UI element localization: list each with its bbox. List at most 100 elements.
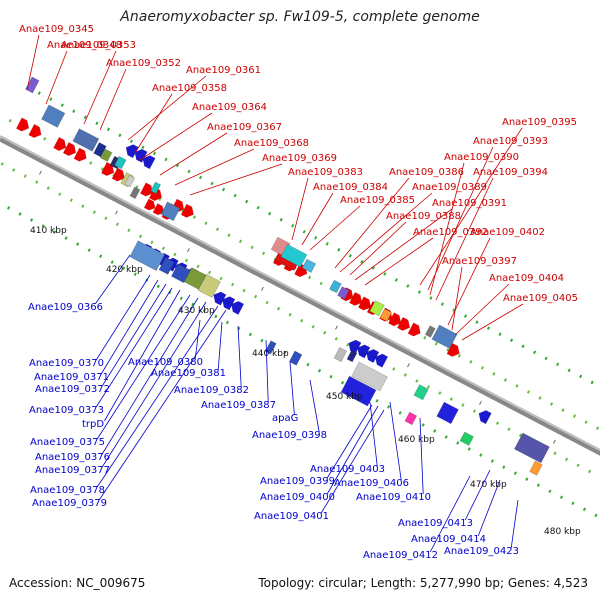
lower-gene-leader [100, 279, 159, 375]
reverse-gene-arrow [213, 291, 227, 306]
lower-gene-leader [265, 339, 269, 403]
upper-gene-leader [83, 50, 117, 125]
forward-gene-arrow [143, 198, 156, 211]
figure-title: Anaeromyxobacter sp. Fw109-5, complete g… [120, 9, 480, 25]
lower-gene-leader [326, 404, 373, 479]
reverse-gene-block [346, 349, 358, 363]
upper-gene-leader [174, 148, 255, 186]
upper-gene-label: Anae109_0358 [152, 83, 227, 94]
upper-inner-ticks [8, 118, 600, 432]
lower-gene-leader [429, 475, 471, 553]
reverse-gene-block [333, 346, 348, 363]
lower-gene-leader [101, 297, 199, 455]
upper-gene-label: Anae109_0389 [412, 182, 487, 193]
reverse-gene-block [197, 273, 221, 299]
accession-text: Accession: NC_009675 [9, 576, 146, 590]
upper-gene-label: Anae109_0348 [47, 40, 122, 51]
lower-gene-leader [96, 294, 191, 440]
lower-gene-label: Anae109_0370 [29, 358, 104, 369]
lower-gene-label: Anae109_0381 [151, 368, 226, 379]
lower-gene-leader [96, 305, 219, 488]
lower-gene-label: Anae109_0387 [201, 400, 276, 411]
upper-gene-leader [134, 93, 173, 154]
lower-gene-leader [477, 479, 501, 537]
reverse-gene-block [340, 375, 377, 407]
upper-gene-label: Anae109_0384 [313, 182, 388, 193]
reverse-gene-block [413, 384, 429, 401]
upper-gene-leader [461, 303, 524, 341]
upper-gene-label: Anae109_0364 [192, 102, 267, 113]
lower-gene-leader [389, 401, 402, 481]
upper-gene-label: Anae109_0393 [473, 136, 548, 147]
upper-gene-leader [127, 75, 207, 141]
forward-gene-block [72, 128, 100, 152]
forward-gene-block [99, 148, 113, 162]
forward-gene-block [379, 308, 393, 322]
upper-gene-label: Anae109_0392 [413, 227, 488, 238]
reverse-gene-block [513, 432, 550, 464]
ruler-tick [407, 363, 410, 368]
ruler-label: 450 kbp [326, 392, 363, 402]
lower-gene-label: Anae109_0366 [28, 302, 103, 313]
upper-gene-leader [301, 192, 334, 246]
lower-gene-leader [326, 405, 379, 495]
reverse-gene-arrow [375, 353, 389, 368]
upper-gene-label: Anae109_0386 [389, 167, 464, 178]
lower-gene-label: Anae109_0382 [174, 385, 249, 396]
ruler-label: 460 kbp [398, 435, 435, 445]
reverse-gene-block [158, 256, 175, 275]
upper-gene-leader [349, 221, 407, 276]
ruler-tick [39, 170, 42, 175]
reverse-gene-arrow [222, 296, 236, 311]
upper-gene-leader [419, 127, 523, 286]
forward-gene-arrow [446, 342, 460, 357]
forward-gene-block [129, 186, 141, 200]
upper-gene-leader [26, 34, 40, 91]
lower-gene-leader [217, 321, 223, 371]
upper-gene-label: Anae109_0345 [19, 24, 94, 35]
reverse-gene-arrow [357, 344, 371, 359]
reverse-gene-arrow [142, 155, 156, 170]
chromosome-backbone [0, 137, 600, 456]
upper-gene-leader [139, 112, 213, 161]
lower-gene-label: apaG [272, 413, 298, 424]
upper-gene-leader [45, 50, 68, 105]
reverse-gene-arrow [231, 300, 245, 315]
lower-gene-label: Anae109_0413 [398, 518, 473, 529]
chromosome-backbone-highlight [0, 135, 600, 453]
forward-gene-arrow [73, 147, 87, 162]
upper-gene-label: Anae109_0369 [262, 153, 337, 164]
ruler-label: 410 kbp [30, 226, 67, 236]
ruler-tick [553, 439, 556, 444]
upper-gene-label: Anae109_0352 [106, 58, 181, 69]
ruler-label: 440 kbp [252, 349, 289, 359]
upper-gene-label: Anae109_0367 [207, 122, 282, 133]
upper-gene-label: Anae109_0404 [489, 273, 564, 284]
ruler-tick [479, 400, 482, 405]
forward-gene-arrow [62, 142, 77, 157]
ruler-label: 430 kbp [178, 306, 215, 316]
upper-gene-label: Anae109_0385 [340, 195, 415, 206]
lower-gene-leader [369, 401, 378, 467]
upper-gene-label: Anae109_0397 [442, 256, 517, 267]
forward-gene-block [369, 300, 385, 317]
reverse-gene-block [404, 411, 418, 426]
ruler-tick [335, 325, 338, 330]
forward-gene-block [25, 76, 40, 94]
forward-gene-block [337, 286, 350, 300]
upper-gene-label: Anae109_0361 [186, 65, 261, 76]
upper-gene-leader [334, 177, 410, 269]
ruler-label: 470 kbp [470, 480, 507, 490]
lower-gene-leader [510, 499, 519, 549]
forward-gene-block [329, 279, 342, 294]
upper-gene-label: Anae109_0383 [288, 167, 363, 178]
upper-gene-label: Anae109_0405 [503, 293, 578, 304]
reverse-gene-arrow [366, 349, 380, 364]
forward-gene-block [41, 104, 66, 128]
lower-gene-label: Anae109_0406 [334, 478, 409, 489]
forward-gene-arrow [28, 123, 42, 139]
reverse-gene-arrow [478, 410, 492, 425]
upper-gene-label: Anae109_0395 [502, 117, 577, 128]
lower-gene-label: Anae109_0376 [35, 452, 110, 463]
